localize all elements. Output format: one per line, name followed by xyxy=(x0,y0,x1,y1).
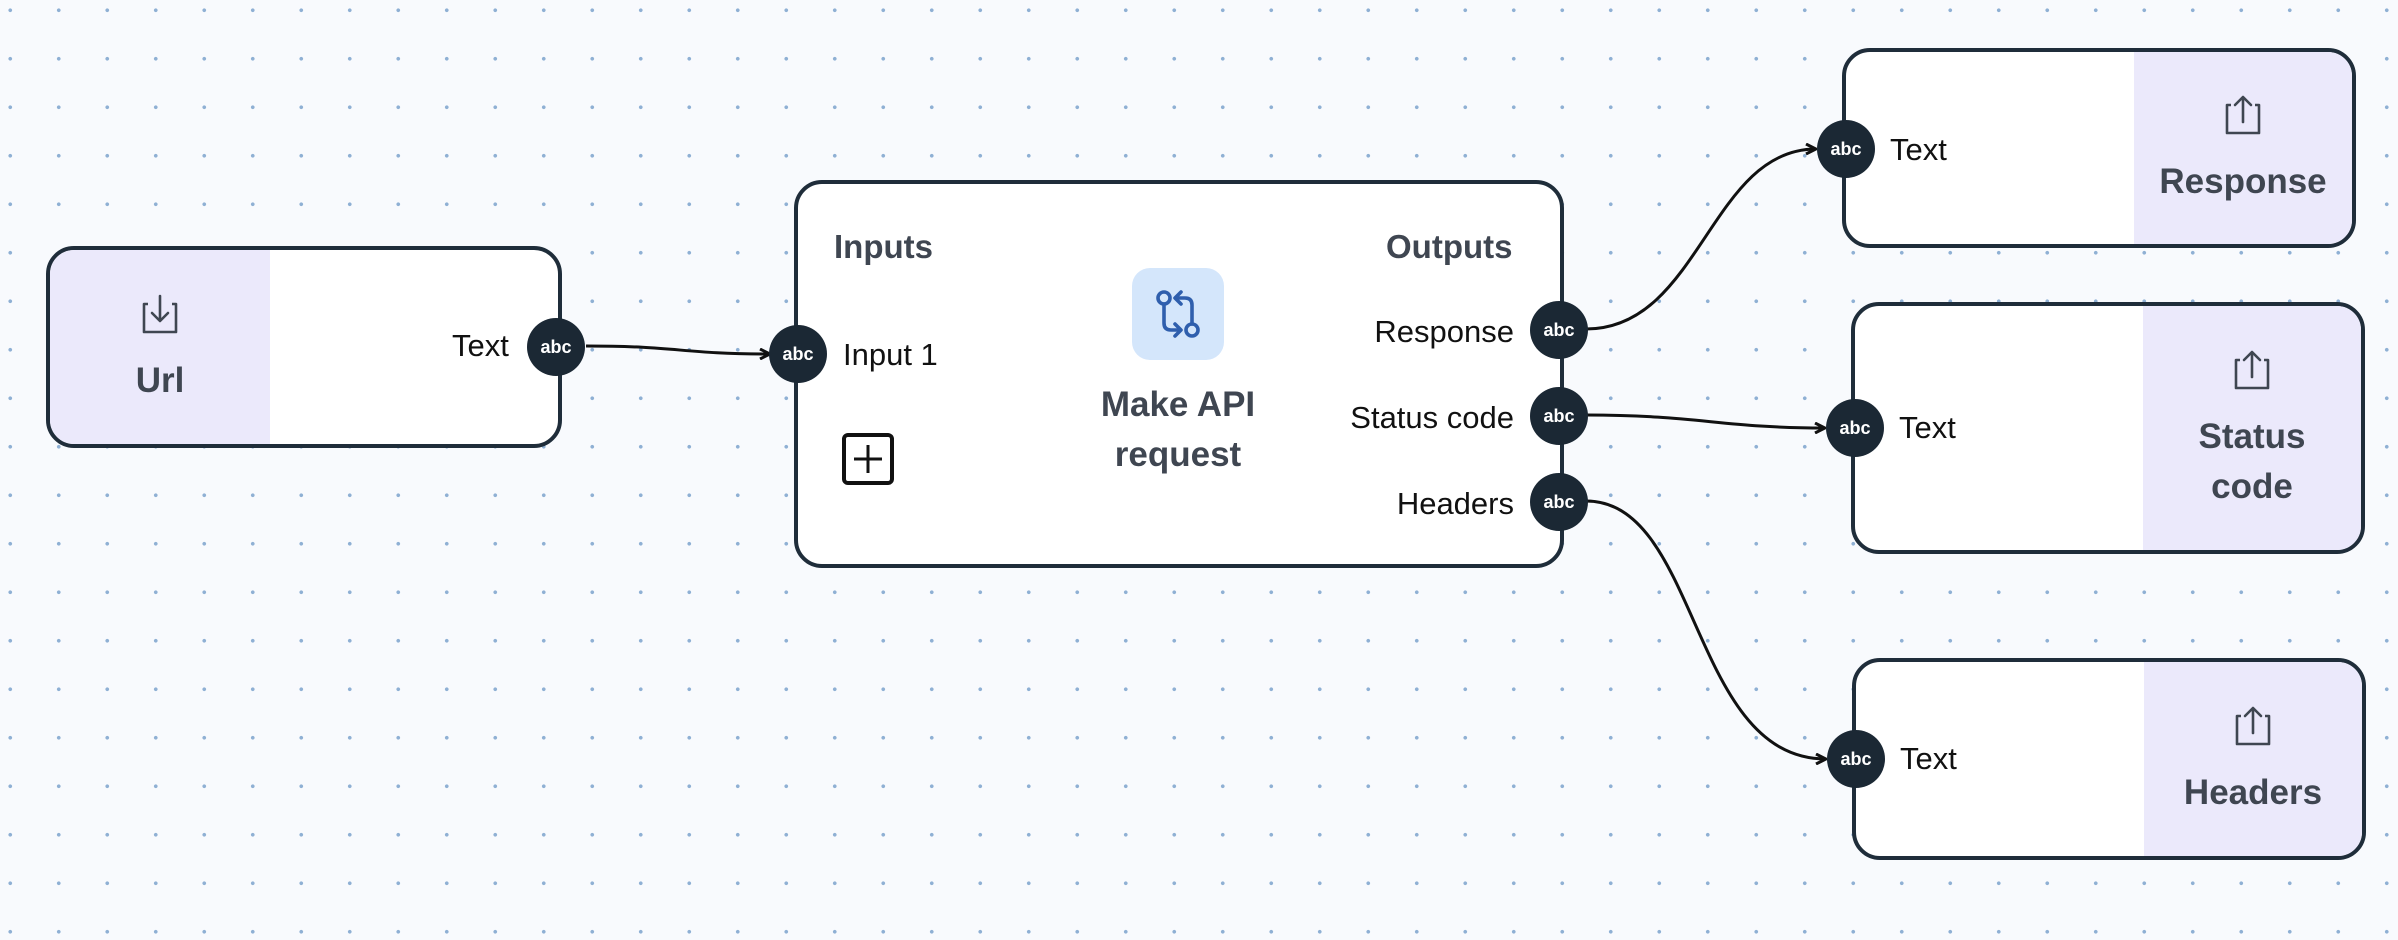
output-response-port[interactable]: abc xyxy=(1530,301,1588,359)
url-output-port[interactable]: abc xyxy=(527,318,585,376)
response-input-port[interactable]: abc xyxy=(1817,120,1875,178)
headers-input-port[interactable]: abc xyxy=(1827,730,1885,788)
api-request-node[interactable] xyxy=(794,180,1564,568)
response-node[interactable]: Response xyxy=(1842,48,2356,248)
url-output-label: Text xyxy=(452,328,509,363)
url-node[interactable]: Url xyxy=(46,246,562,448)
pull-request-icon xyxy=(1132,268,1224,360)
url-node-title: Url xyxy=(135,361,185,401)
output-headers-port[interactable]: abc xyxy=(1530,473,1588,531)
status-code-input-port[interactable]: abc xyxy=(1826,399,1884,457)
api-node-title-line-1: Make API xyxy=(1100,385,1256,424)
wire-status-code-to-status-node[interactable] xyxy=(1585,413,1825,428)
headers-node[interactable]: Headers xyxy=(1852,658,2366,860)
status-code-input-label: Text xyxy=(1899,410,1956,445)
wire-response-to-response-node[interactable] xyxy=(1585,149,1816,331)
wire-url-to-input-1[interactable] xyxy=(585,344,770,354)
status-code-title-line-1: Status xyxy=(2198,417,2306,457)
outputs-title: Outputs xyxy=(1386,228,1513,265)
headers-input-label: Text xyxy=(1900,741,1957,776)
status-code-title-line-2: code xyxy=(2211,467,2293,506)
status-code-node[interactable]: Status code xyxy=(1851,302,2365,554)
wire-headers-to-headers-node[interactable] xyxy=(1585,499,1826,759)
add-input-button[interactable] xyxy=(842,433,894,485)
response-node-title: Response xyxy=(2159,162,2327,202)
inputs-title: Inputs xyxy=(834,228,933,265)
status-code-node-panel: Status code xyxy=(2143,306,2361,550)
headers-node-panel: Headers xyxy=(2144,662,2362,856)
download-tray-icon xyxy=(134,288,186,340)
response-node-panel: Response xyxy=(2134,52,2352,244)
api-node-title-line-2: request xyxy=(1114,434,1242,474)
upload-tray-icon xyxy=(2226,344,2278,396)
output-status-code-label: Status code xyxy=(1350,400,1514,435)
output-status-code-port[interactable]: abc xyxy=(1530,387,1588,445)
headers-node-title: Headers xyxy=(2183,773,2323,813)
output-headers-label: Headers xyxy=(1396,486,1514,521)
api-node-title: Make API request xyxy=(1068,380,1288,479)
input-1-port[interactable]: abc xyxy=(769,325,827,383)
input-1-label: Input 1 xyxy=(843,337,938,372)
response-input-label: Text xyxy=(1890,132,1947,167)
upload-tray-icon xyxy=(2227,700,2279,752)
output-response-label: Response xyxy=(1374,314,1514,349)
upload-tray-icon xyxy=(2217,89,2269,141)
status-code-node-title: Status code xyxy=(2199,412,2306,511)
url-node-panel: Url xyxy=(50,250,270,444)
